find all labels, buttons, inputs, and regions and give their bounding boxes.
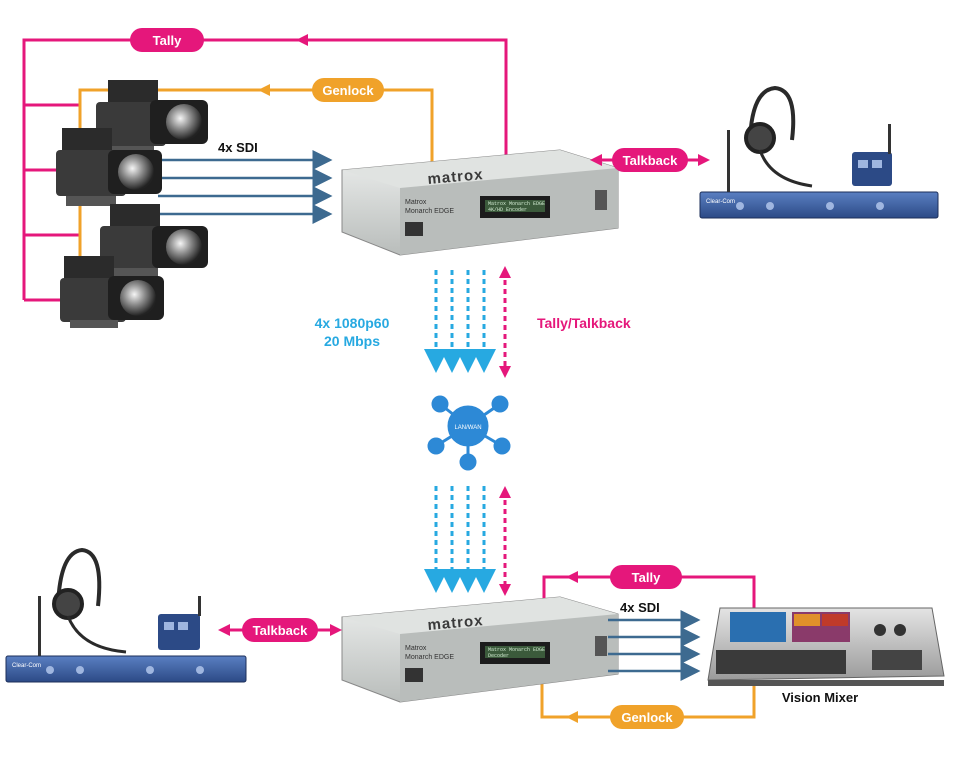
svg-text:Clear-Com: Clear-Com [706, 199, 735, 205]
intercom-rack-top: Clear-Com [699, 130, 939, 219]
svg-text:Genlock: Genlock [621, 710, 673, 725]
beltpack-bottom [158, 596, 201, 650]
beltpack-top [852, 124, 892, 186]
svg-text:Clear-Com: Clear-Com [12, 663, 41, 669]
tally-arrowhead-top [296, 34, 308, 46]
tally-arrowhead-bottom [566, 571, 578, 583]
svg-text:Talkback: Talkback [623, 153, 678, 168]
svg-text:matrox: matrox [427, 166, 484, 188]
camera-2 [56, 128, 162, 206]
tally-pill-top: Tally [130, 28, 204, 52]
encoder-device-top: matrox Matrox Monarch EDGE Matrox Monarc… [341, 149, 619, 256]
stream-arrows-upper [424, 270, 496, 373]
vision-mixer-label: Vision Mixer [782, 690, 858, 705]
svg-text:Talkback: Talkback [253, 623, 308, 638]
tally-talkback-arrow-lower [499, 486, 511, 596]
svg-text:Tally: Tally [632, 570, 661, 585]
genlock-pill-bottom: Genlock [610, 705, 684, 729]
sdi-label-bottom: 4x SDI [620, 600, 660, 615]
camera-4 [60, 256, 164, 328]
svg-text:Decoder: Decoder [488, 653, 509, 659]
svg-text:Matrox Monarch EDGE: Matrox Monarch EDGE [488, 201, 545, 207]
network-hub-icon [427, 395, 511, 471]
tally-loop-top [22, 38, 508, 302]
tally-pill-bottom: Tally [610, 565, 682, 589]
camera-3 [100, 204, 208, 277]
tally-talkback-arrow-upper [499, 266, 511, 378]
svg-text:Matrox: Matrox [405, 199, 427, 206]
talkback-link-top: Talkback [590, 148, 710, 172]
svg-text:Matrox Monarch EDGE: Matrox Monarch EDGE [488, 647, 545, 653]
talkback-link-bottom: Talkback [218, 618, 342, 642]
svg-text:4K/HD Encoder: 4K/HD Encoder [488, 207, 527, 213]
svg-text:Monarch EDGE: Monarch EDGE [405, 208, 454, 215]
sdi-label-top: 4x SDI [218, 140, 258, 155]
headset-top [744, 85, 813, 188]
svg-text:Monarch EDGE: Monarch EDGE [405, 654, 454, 661]
genlock-pill-top: Genlock [312, 78, 384, 102]
svg-text:Genlock: Genlock [322, 83, 374, 98]
svg-text:Tally: Tally [153, 33, 182, 48]
vision-mixer-device [707, 607, 945, 686]
sdi-arrows-bottom [608, 610, 701, 681]
sdi-arrows-top [158, 150, 333, 224]
stream-arrows-lower [424, 486, 496, 593]
svg-text:matrox: matrox [427, 612, 484, 634]
svg-text:Matrox: Matrox [405, 645, 427, 652]
stream-label-line1: 4x 1080p60 [315, 315, 390, 331]
decoder-device-bottom: matrox Matrox Monarch EDGE Matrox Monarc… [341, 596, 619, 703]
intercom-rack-bottom: Clear-Com [5, 596, 247, 683]
tally-talkback-label: Tally/Talkback [537, 315, 631, 331]
genlock-arrowhead-bottom [566, 711, 578, 723]
headset-bottom [52, 547, 127, 654]
stream-label-line2: 20 Mbps [324, 333, 380, 349]
network-label: LAN/WAN [454, 425, 481, 431]
genlock-arrowhead-top [258, 84, 270, 96]
